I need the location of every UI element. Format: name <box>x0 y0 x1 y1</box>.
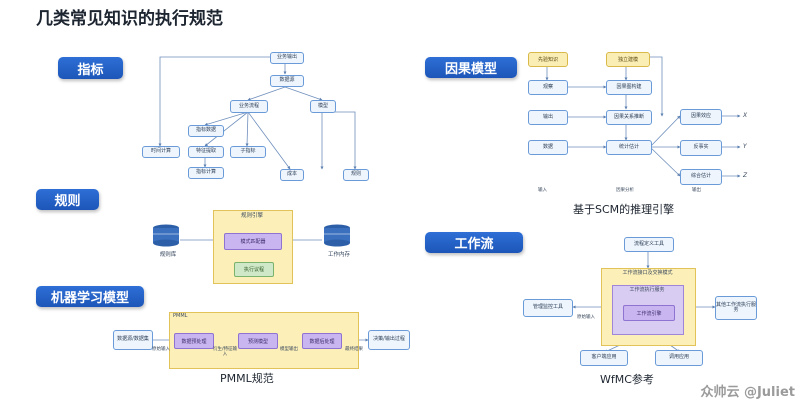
indicator-node-process: 业务流程 <box>230 100 268 113</box>
page-title: 几类常见知识的执行规范 <box>36 9 223 29</box>
ml-source-box: 数据源/数据集 <box>113 330 153 350</box>
workflow-monitor-tool: 管理监控工具 <box>523 299 573 317</box>
ml-output-box: 决策/输出过程 <box>368 330 410 350</box>
ml-label-final: 最终结果 <box>345 347 363 352</box>
indicator-node-datasource: 数据源 <box>270 75 304 87</box>
pmml-caption: PMML规范 <box>220 372 274 385</box>
ml-postprocess: 数据后处理 <box>302 333 342 349</box>
working-memory-db-icon <box>324 224 350 247</box>
workflow-def-tool: 流程定义工具 <box>624 237 674 252</box>
indicator-node-subindicator: 子指标 <box>230 146 266 158</box>
rule-tag: 规则 <box>36 189 99 210</box>
causal-var-y: Y <box>743 143 747 150</box>
causal-col1-b: 输出 <box>528 110 568 125</box>
workflow-invoked-app: 调用应用 <box>655 350 703 366</box>
ml-label-raw: 原始输入 <box>152 347 170 352</box>
causal-col1-a: 观察 <box>528 80 568 95</box>
working-memory-label: 工作内存 <box>327 252 350 258</box>
workflow-exec-title: 工作流执行服务 <box>629 287 665 293</box>
causal-col2-b: 因果关系推断 <box>606 110 652 125</box>
ml-predict-model: 预测模型 <box>238 333 278 349</box>
causal-right-a: 因果效应 <box>680 109 722 125</box>
causal-axis-output: 输出 <box>692 188 701 193</box>
causal-col2-a: 因果图构建 <box>606 80 652 95</box>
causal-var-x: X <box>743 112 748 119</box>
indicator-node-data: 指标数据 <box>188 125 224 137</box>
causal-col2-c: 统计估计 <box>606 140 652 155</box>
indicator-node-cost: 成本 <box>280 169 304 181</box>
indicator-node-calc: 指标计算 <box>188 167 224 179</box>
workflow-other-services: 其他工作流执行服务 <box>715 296 757 320</box>
ml-tag: 机器学习模型 <box>36 286 144 307</box>
workflow-engine: 工作流引擎 <box>623 305 675 321</box>
causal-independent: 独立建模 <box>606 52 650 67</box>
causal-axis-input: 输入 <box>538 188 547 193</box>
causal-col1-c: 数据 <box>528 140 568 155</box>
workflow-tag: 工作流 <box>425 232 523 253</box>
causal-tag: 因果模型 <box>425 57 517 78</box>
pattern-matcher: 模式匹配器 <box>224 233 282 250</box>
indicator-node-business-output: 业务输出 <box>270 52 304 64</box>
rule-engine-title: 规则引擎 <box>240 213 263 219</box>
workflow-client-app: 客户端应用 <box>580 350 628 366</box>
causal-prior: 先验知识 <box>528 52 568 67</box>
indicator-tag: 指标 <box>58 57 123 79</box>
indicator-node-time: 时间计算 <box>142 146 180 158</box>
causal-caption: 基于SCM的推理引擎 <box>573 203 675 216</box>
workflow-left-label: 原始输入 <box>577 315 595 320</box>
causal-axis-analysis: 因果分析 <box>616 188 634 193</box>
indicator-node-model: 模型 <box>310 100 336 113</box>
ml-label-feature: 衍生/特征输入 <box>212 347 238 358</box>
causal-var-z: Z <box>743 172 748 179</box>
causal-right-b: 反事实 <box>680 140 722 156</box>
ml-label-model-out: 模型输出 <box>280 347 298 352</box>
indicator-node-rule: 规则 <box>343 169 369 181</box>
workflow-interface-title: 工作流接口及交换模式 <box>622 270 673 276</box>
indicator-node-feature: 特征提取 <box>188 146 224 158</box>
rule-base-label: 规则库 <box>159 252 177 258</box>
ml-preprocess: 数据预处理 <box>174 333 214 349</box>
execution-agenda: 执行议程 <box>234 262 274 277</box>
workflow-caption: WfMC参考 <box>600 373 654 386</box>
rule-base-db-icon <box>153 224 179 247</box>
watermark: 众帅云 @Juliet <box>700 385 795 400</box>
causal-right-c: 综合估计 <box>680 169 722 185</box>
pmml-panel-title: PMML <box>173 313 188 319</box>
